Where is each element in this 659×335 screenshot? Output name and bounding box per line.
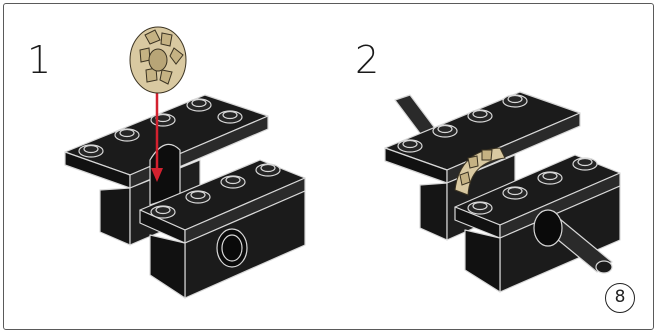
quantity-badge: 8	[605, 283, 635, 313]
